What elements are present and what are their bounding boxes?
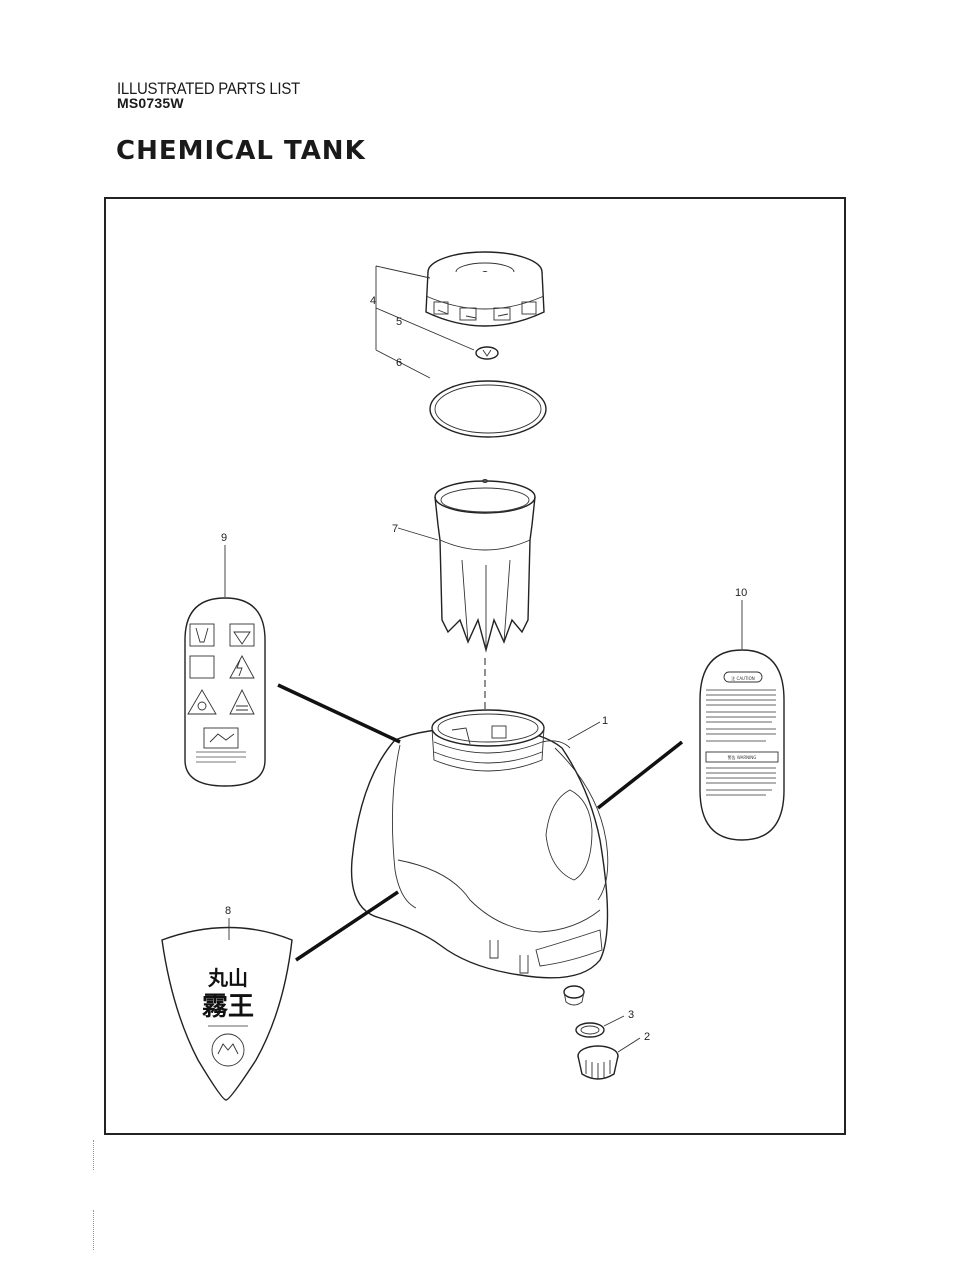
part-6-gasket xyxy=(429,380,547,438)
callout-6: 6 xyxy=(396,357,402,369)
scan-artifact xyxy=(93,1210,96,1250)
decal-10-warning-label: 警告 WARNING xyxy=(728,754,757,760)
callout-5: 5 xyxy=(396,316,402,328)
part-1-tank-body xyxy=(350,709,609,1006)
document-type: ILLUSTRATED PARTS LIST xyxy=(117,79,300,98)
part-5-cap-valve xyxy=(475,346,499,360)
decal-8-brand-line2: 霧王 xyxy=(202,992,254,1022)
part-7-strainer xyxy=(434,479,536,730)
callout-7: 7 xyxy=(392,523,398,535)
callout-3: 3 xyxy=(628,1009,634,1021)
part-2-drain-cap xyxy=(577,1045,619,1080)
model-number: MS0735W xyxy=(117,95,184,111)
part-4-tank-cap xyxy=(425,251,545,327)
part-8-brand-decal: 丸山 霧王 xyxy=(161,926,293,1101)
callout-2: 2 xyxy=(644,1031,650,1043)
scan-artifact xyxy=(93,1140,96,1170)
page-title: CHEMICAL TANK xyxy=(116,136,366,166)
callout-1: 1 xyxy=(602,715,608,727)
part-9-warning-decal xyxy=(184,597,266,787)
decal-10-caution-label: 注 CAUTION xyxy=(731,675,755,681)
part-10-caution-decal: 注 CAUTION 警告 WARNING xyxy=(699,649,785,841)
callout-8: 8 xyxy=(225,905,231,917)
decal-8-brand-line1: 丸山 xyxy=(207,966,248,990)
callout-9: 9 xyxy=(221,532,227,544)
part-3-drain-gasket xyxy=(575,1022,605,1038)
diagram-frame xyxy=(104,197,846,1135)
callout-4: 4 xyxy=(370,295,376,307)
callout-10: 10 xyxy=(735,587,747,599)
